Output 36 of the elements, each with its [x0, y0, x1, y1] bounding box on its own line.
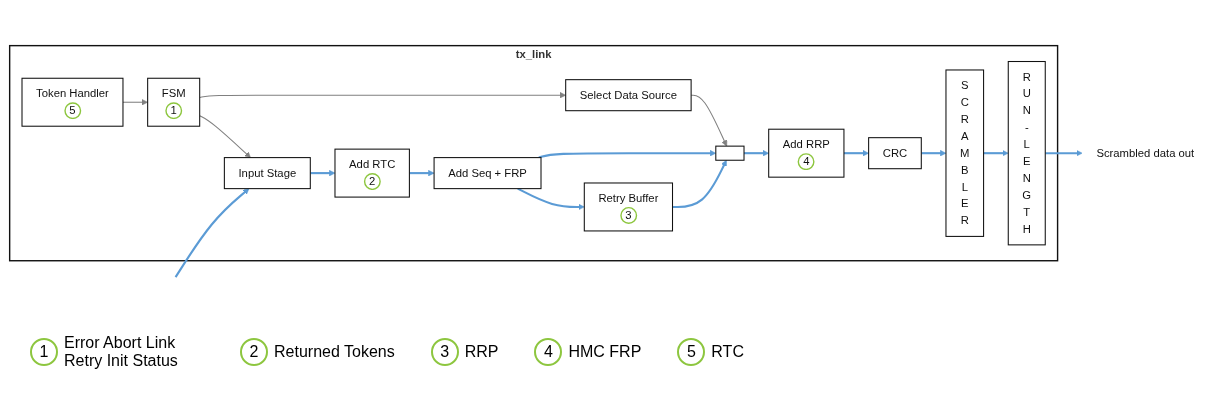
- arrow: [409, 170, 435, 177]
- node-box: [868, 137, 922, 170]
- node-box: [21, 78, 124, 128]
- node-box: [715, 145, 745, 162]
- node-box: [433, 157, 542, 190]
- arrow: [843, 150, 869, 157]
- cluster: [8, 45, 1059, 262]
- node-box: [147, 78, 201, 128]
- arrow: [538, 150, 717, 159]
- arrow: [983, 150, 1009, 157]
- node-box: [565, 79, 692, 112]
- arrow: [174, 188, 250, 279]
- callout-number: 4: [534, 338, 563, 366]
- arrow: [744, 150, 769, 157]
- node-box: [945, 69, 985, 238]
- node-box: [1007, 61, 1046, 246]
- callout-number: 3: [430, 338, 459, 366]
- arrow: [517, 188, 585, 211]
- arrow: [122, 99, 148, 106]
- arrow: [199, 92, 566, 99]
- legend-text: Returned Tokens: [274, 343, 395, 361]
- legend-text: Error Abort Link Retry Init Status: [64, 334, 179, 370]
- legend-text: RRP: [464, 343, 499, 361]
- callout-number: 1: [30, 338, 58, 366]
- callout-number: 2: [240, 338, 268, 366]
- node-box: [583, 182, 674, 232]
- node-box: [334, 148, 410, 198]
- node-box: [223, 157, 311, 190]
- node-text: Scrambled data out: [1096, 147, 1195, 160]
- arrow: [672, 160, 727, 209]
- arrow: [199, 115, 251, 159]
- arrow: [1045, 150, 1083, 157]
- callout-number: 5: [677, 338, 706, 366]
- legend-text: HMC FRP: [568, 343, 642, 361]
- legend-text: RTC: [711, 343, 744, 361]
- node-box: [768, 129, 845, 179]
